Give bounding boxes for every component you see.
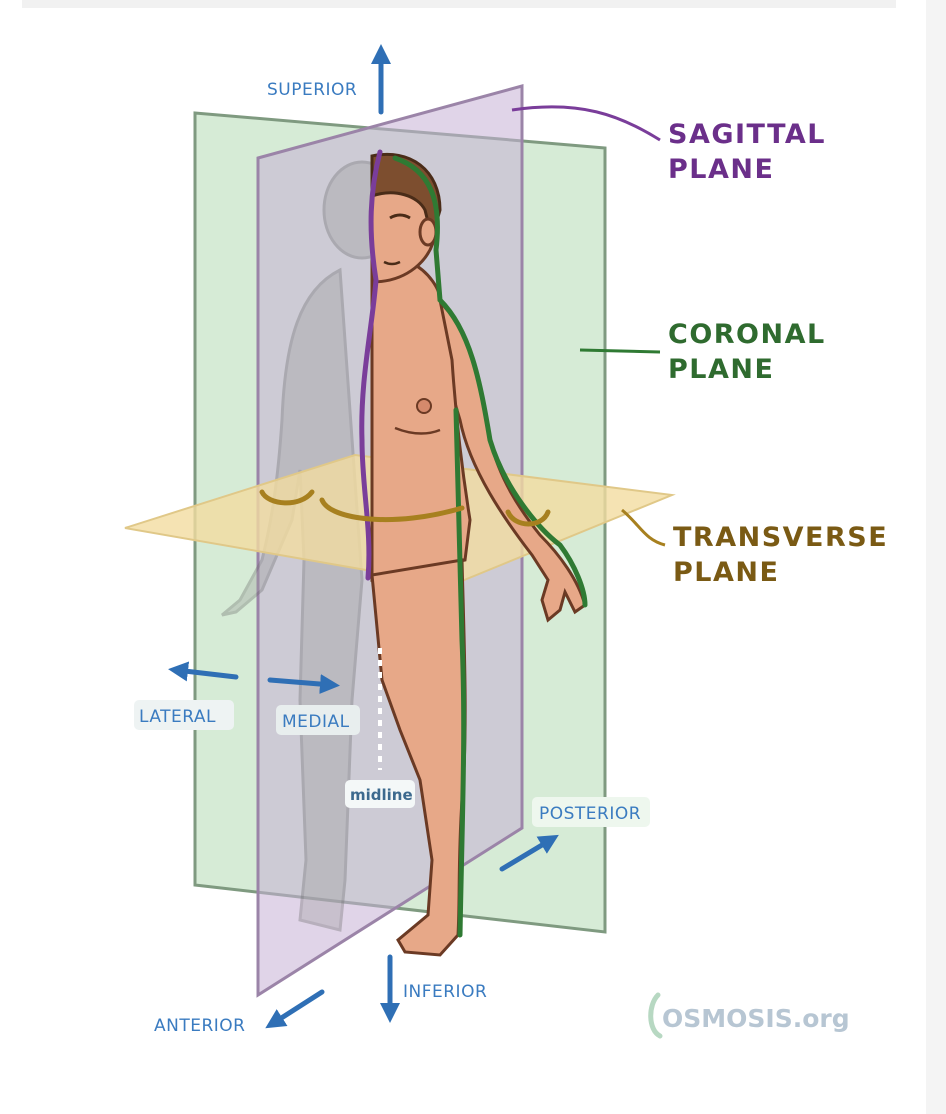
midline-label: midline xyxy=(350,786,413,804)
coronal-leader xyxy=(580,350,660,352)
anterior-arrow xyxy=(272,992,322,1024)
osmosis-logo-mark xyxy=(651,995,660,1036)
transverse-label-line1: TRANSVERSE xyxy=(673,522,888,553)
sagittal-label-line2: PLANE xyxy=(668,154,774,185)
posterior-label: POSTERIOR xyxy=(539,804,641,824)
medial-label: MEDIAL xyxy=(282,712,350,732)
osmosis-logo: OSMOSIS.org xyxy=(651,995,850,1036)
transverse-label-line2: PLANE xyxy=(673,557,779,588)
sagittal-label-line1: SAGITTAL xyxy=(668,119,826,150)
osmosis-logo-text: OSMOSIS.org xyxy=(662,1004,850,1033)
coronal-label-line2: PLANE xyxy=(668,354,774,385)
coronal-label-line1: CORONAL xyxy=(668,319,826,350)
transverse-leader xyxy=(622,510,665,545)
superior-label: SUPERIOR xyxy=(267,80,357,100)
inferior-label: INFERIOR xyxy=(403,982,487,1002)
lateral-label: LATERAL xyxy=(139,707,216,727)
sagittal-leader xyxy=(512,107,660,140)
anterior-label: ANTERIOR xyxy=(154,1016,246,1036)
